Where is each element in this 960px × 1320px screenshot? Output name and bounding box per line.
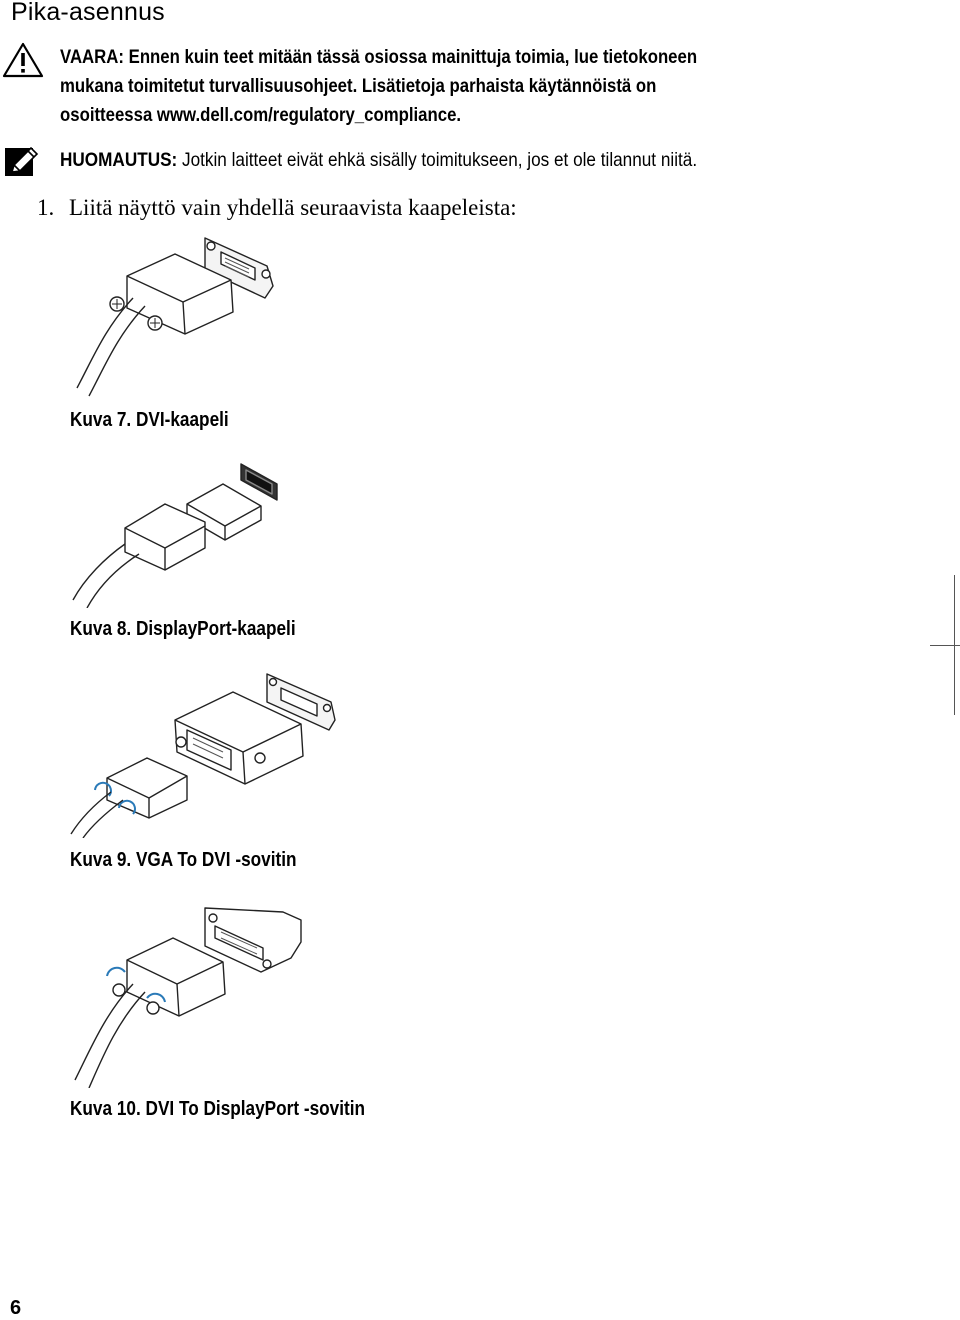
pencil-note-icon [5,146,39,176]
figure-caption: Kuva 7. DVI-kaapeli [70,409,229,431]
warning-line: VAARA: Ennen kuin teet mitään tässä osio… [60,46,698,68]
displayport-cable-illustration [72,463,278,608]
note-text: HUOMAUTUS: Jotkin laitteet eivät ehkä si… [60,146,697,175]
step-text: Liitä näyttö vain yhdellä seuraavista ka… [69,195,517,220]
step-1: 1. Liitä näyttö vain yhdellä seuraavista … [37,195,517,221]
warning-triangle-icon [2,42,44,78]
note-body: Jotkin laitteet eivät ehkä sisälly toimi… [177,149,698,171]
page-title: Pika-asennus [11,0,165,26]
warning-line: osoitteessa www.dell.com/regulatory_comp… [60,104,462,126]
note-label: HUOMAUTUS: [60,149,178,171]
dvi-to-displayport-adapter-illustration [74,907,302,1088]
dvi-cable-illustration [76,237,274,397]
warning-text: VAARA: Ennen kuin teet mitään tässä osio… [60,43,817,130]
figure-caption: Kuva 10. DVI To DisplayPort -sovitin [70,1098,366,1120]
margin-tick [930,645,960,646]
page-number: 6 [10,1297,22,1319]
step-number: 1. [37,195,55,220]
figure-caption: Kuva 8. DisplayPort-kaapeli [70,618,296,640]
vga-to-dvi-adapter-illustration [70,673,336,838]
figure-caption: Kuva 9. VGA To DVI -sovitin [70,849,297,871]
warning-line: mukana toimitetut turvallisuusohjeet. Li… [60,75,657,97]
